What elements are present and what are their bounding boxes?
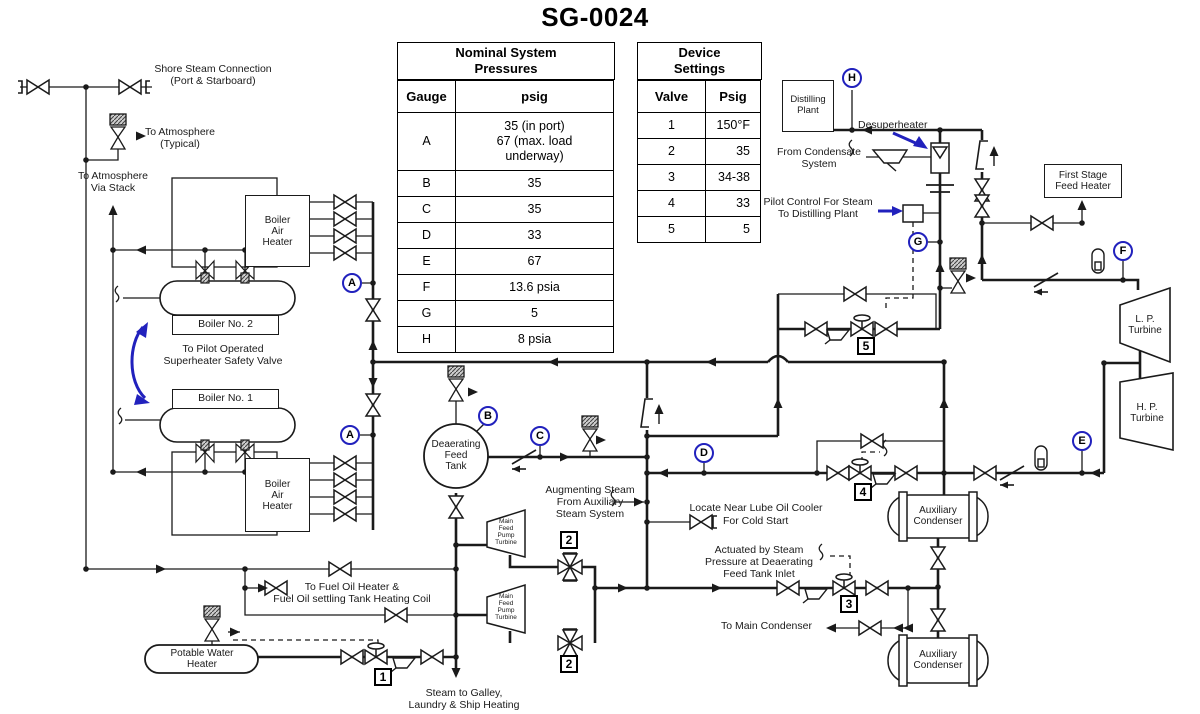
- label-to-atmosphere-stack: To Atmosphere Via Stack: [77, 170, 149, 194]
- label-steam-to-galley: Steam to Galley, Laundry & Ship Heating: [408, 687, 520, 711]
- label-to-main-condenser: To Main Condenser: [720, 620, 812, 632]
- boiler-air-heater-bottom: Boiler Air Heater: [245, 458, 310, 532]
- valve-marker-5: 5: [857, 337, 875, 355]
- desuperheater-shape: [930, 142, 950, 174]
- valve-marker-1: 1: [374, 668, 392, 686]
- label-from-condensate: From Condensate System: [776, 146, 862, 170]
- pressures-col-psig: psig: [455, 80, 614, 113]
- settings-table-title: Device Settings: [637, 42, 762, 80]
- gauge-marker-e: E: [1072, 431, 1092, 451]
- settings-col-valve: Valve: [637, 80, 706, 113]
- label-lube-oil-cooler: Locate Near Lube Oil Cooler: [689, 502, 823, 514]
- gauge-marker-c: C: [530, 426, 550, 446]
- boiler-no1-label: Boiler No. 1: [172, 389, 279, 409]
- label-deaerating-tank: Deaerating Feed Tank: [431, 439, 481, 472]
- gauge-marker-f: F: [1113, 241, 1133, 261]
- gauge-marker-g: G: [908, 232, 928, 252]
- label-lp-turbine: L. P. Turbine: [1128, 314, 1162, 336]
- gauge-marker-b: B: [478, 406, 498, 426]
- label-to-atmosphere-typical: To Atmosphere (Typical): [144, 126, 216, 150]
- gauge-marker-d: D: [694, 443, 714, 463]
- pilot-control-box: [902, 204, 924, 223]
- label-desuperheater: Desuperheater: [858, 119, 928, 131]
- label-pilot-control: Pilot Control For Steam To Distilling Pl…: [763, 196, 873, 220]
- label-mfp-turbine-2: Main Feed Pump Turbine: [495, 593, 517, 621]
- pressures-col-gauge: Gauge: [397, 80, 456, 113]
- aux-condenser-1-shell: [887, 491, 989, 542]
- distilling-plant-box: Distilling Plant: [782, 80, 834, 132]
- label-pilot-superheater: To Pilot Operated Superheater Safety Val…: [163, 343, 283, 367]
- boiler-no2-label: Boiler No. 2: [172, 315, 279, 335]
- valve-marker-2a: 2: [560, 531, 578, 549]
- label-fuel-oil: To Fuel Oil Heater & Fuel Oil settling T…: [273, 581, 431, 605]
- label-aux-condenser-1: Auxiliary Condenser: [913, 505, 963, 527]
- cross-valves: [557, 552, 583, 658]
- blue-annotation-arrows: [130, 131, 928, 405]
- pressure-gauges: [1034, 248, 1105, 471]
- condensate-trap-icon: [871, 149, 909, 172]
- mixing-tee-icon: [926, 184, 954, 193]
- lp-turbine-shape: [1119, 286, 1171, 364]
- valve-marker-4: 4: [854, 483, 872, 501]
- label-mfp-turbine-1: Main Feed Pump Turbine: [495, 518, 517, 546]
- valve-marker-2b: 2: [560, 655, 578, 673]
- label-actuated-by-steam: Actuated by Steam Pressure at Deaerating…: [705, 544, 813, 580]
- mfp-turbine-1-shape: [486, 508, 526, 558]
- label-augmenting-steam: Augmenting Steam From Auxiliary Steam Sy…: [545, 484, 635, 520]
- label-aux-condenser-2: Auxiliary Condenser: [913, 649, 963, 671]
- label-potable-water-heater: Potable Water Heater: [170, 648, 234, 670]
- boiler-no1-drum: [159, 407, 296, 443]
- gauge-marker-a-top: A: [342, 273, 362, 293]
- potable-water-heater-shell: [144, 644, 259, 674]
- valve-marker-3: 3: [840, 595, 858, 613]
- pressures-table-title: Nominal System Pressures: [397, 42, 615, 80]
- label-hp-turbine: H. P. Turbine: [1130, 402, 1164, 424]
- label-shore-connection: Shore Steam Connection (Port & Starboard…: [154, 63, 272, 87]
- gauge-marker-a-bottom: A: [340, 425, 360, 445]
- label-for-cold-start: For Cold Start: [723, 515, 789, 527]
- page-title: SG-0024: [541, 2, 649, 32]
- settings-col-psig: Psig: [705, 80, 761, 113]
- aux-condenser-2-shell: [887, 634, 989, 687]
- hp-turbine-shape: [1119, 372, 1174, 452]
- first-stage-feed-heater-box: First Stage Feed Heater: [1044, 164, 1122, 198]
- mfp-turbine-2-shape: [486, 583, 526, 634]
- boiler-no2-drum: [159, 280, 296, 316]
- gauge-marker-h: H: [842, 68, 862, 88]
- line-break-symbols: [639, 140, 999, 430]
- boiler-air-heater-top: Boiler Air Heater: [245, 195, 310, 267]
- deaerating-feed-tank: [423, 423, 489, 489]
